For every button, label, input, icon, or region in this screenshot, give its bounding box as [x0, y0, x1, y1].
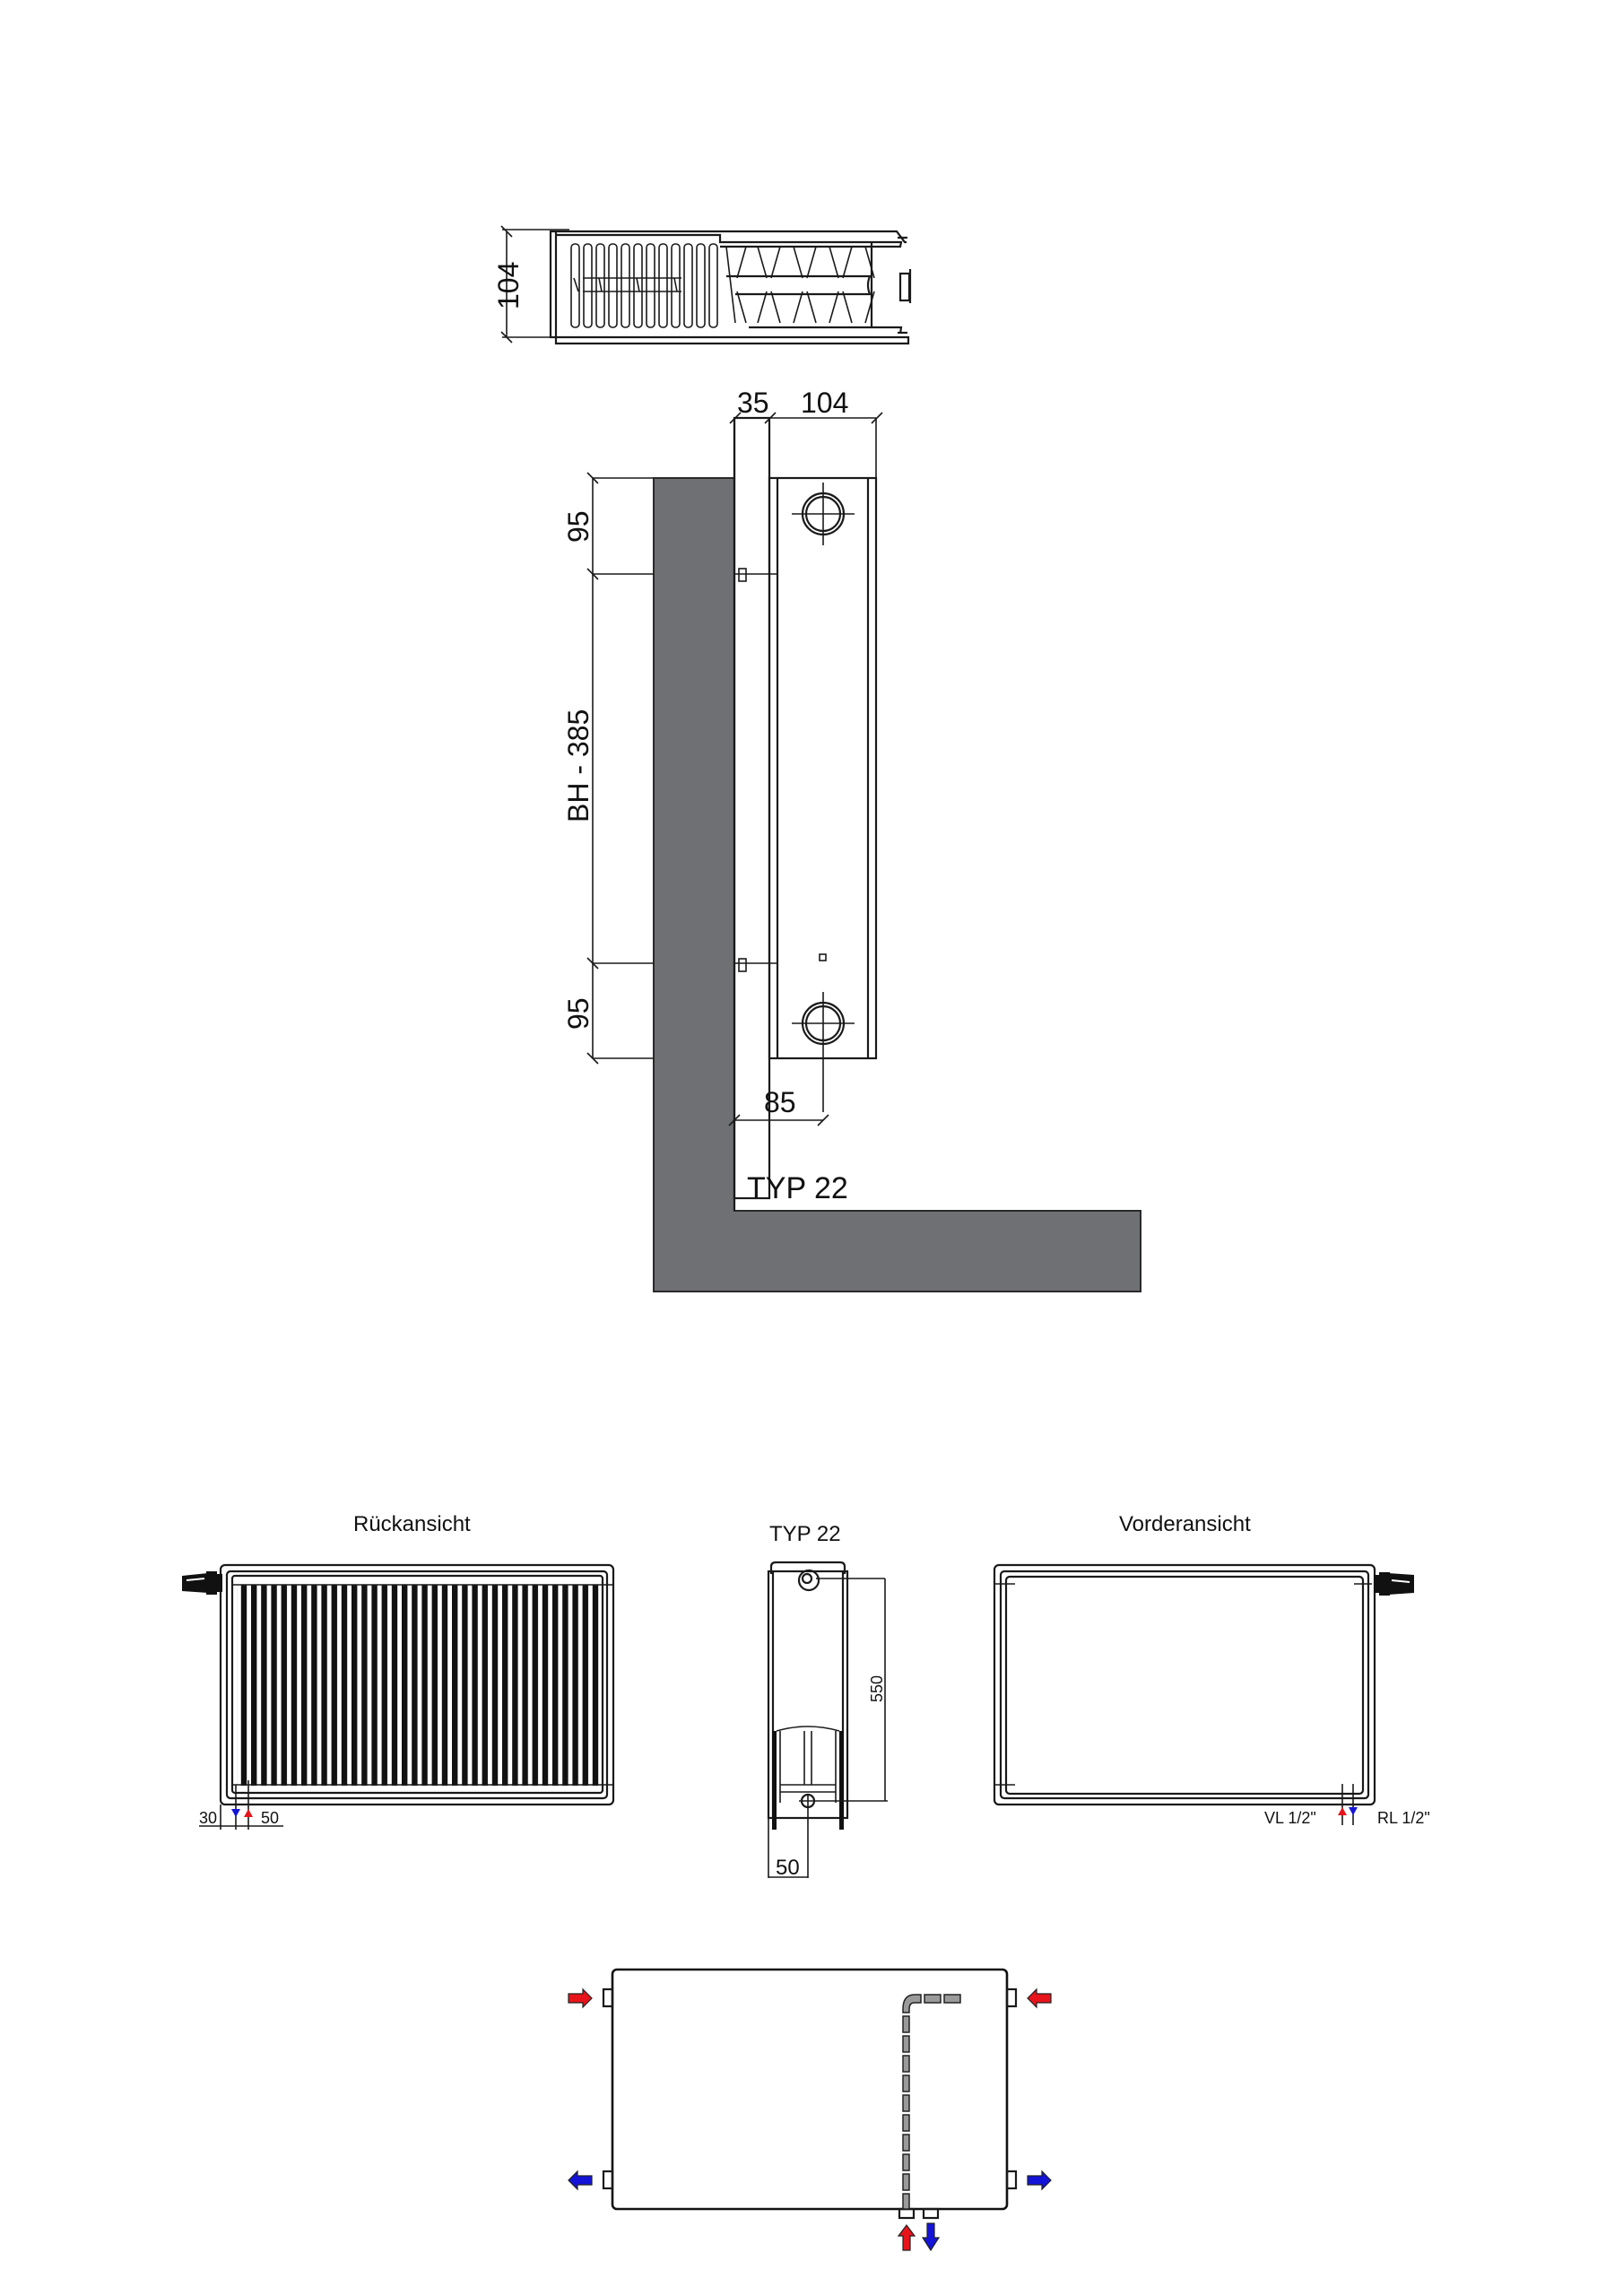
supply-label: VL 1/2" — [1264, 1809, 1316, 1827]
connection-diagram — [568, 1968, 1052, 2252]
return-arrow-icon — [921, 2222, 941, 2252]
rear-left-dimension: 30 — [199, 1809, 217, 1827]
bottom-offset-dimension: 95 — [562, 997, 595, 1030]
side-view-title: TYP 22 — [769, 1522, 841, 1546]
supply-arrow-icon — [897, 2224, 916, 2251]
side-mounting-view: 35 104 95 BH - 385 95 85 TYP 22 — [562, 387, 1141, 1292]
rear-view-title: Rückansicht — [353, 1512, 471, 1536]
top-section-view: 104 — [492, 225, 912, 345]
return-arrow-icon — [1027, 2170, 1052, 2191]
wall-section — [653, 477, 1141, 1292]
top-view-height-dimension: 104 — [492, 262, 525, 309]
return-label: RL 1/2" — [1377, 1809, 1430, 1827]
bracket-gap-dimension: 35 — [737, 387, 769, 419]
supply-arrow-icon — [1027, 1987, 1052, 2009]
rear-fins — [237, 1585, 599, 1786]
thermostat-valve-icon — [182, 1571, 222, 1595]
bracket-spacing-dimension: BH - 385 — [562, 709, 595, 822]
side-view: TYP 22 550 50 — [767, 1522, 888, 1880]
front-view-title: Vorderansicht — [1119, 1512, 1251, 1536]
supply-arrow-icon — [568, 1987, 593, 2009]
side-height-dimension: 550 — [868, 1675, 886, 1702]
rear-view: Rückansicht 30 50 — [182, 1512, 615, 1830]
convector-fins — [570, 243, 718, 328]
rear-right-dimension: 50 — [261, 1809, 279, 1827]
side-connection-dimension: 50 — [776, 1856, 800, 1880]
type-label: TYP 22 — [747, 1171, 848, 1205]
wall-to-connection-dimension: 85 — [764, 1086, 796, 1118]
internal-pipe — [902, 1994, 961, 2210]
top-offset-dimension: 95 — [562, 510, 595, 543]
front-view: Vorderansicht VL 1/2" RL 1/2" — [993, 1512, 1430, 1827]
thermostat-valve-icon — [1374, 1572, 1414, 1596]
return-arrow-icon — [568, 2170, 593, 2191]
depth-dimension: 104 — [801, 387, 848, 419]
